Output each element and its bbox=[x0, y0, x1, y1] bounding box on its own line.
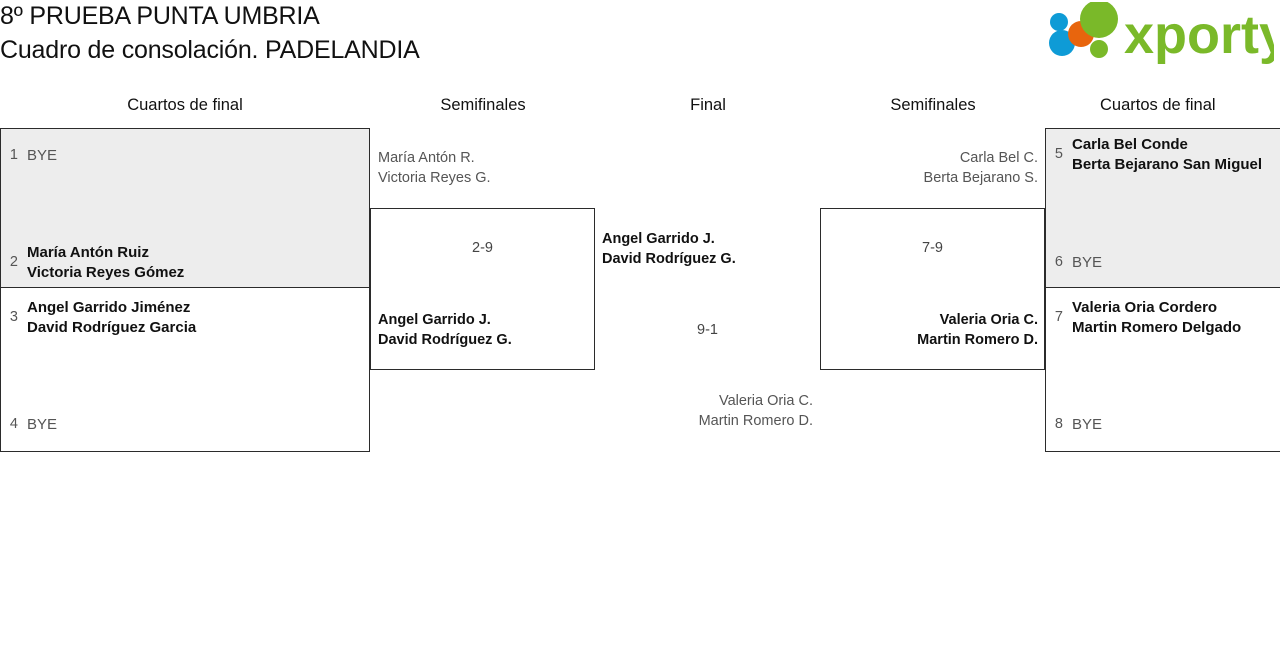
participant-sf-right-top[interactable]: Carla Bel C. Berta Bejarano S. bbox=[923, 150, 1038, 186]
match-box-qf-right-top[interactable] bbox=[1045, 128, 1280, 288]
logo-wordmark: xporty bbox=[1124, 5, 1274, 64]
round-header-semifinals-left: Semifinales bbox=[440, 96, 526, 114]
team-name-block: BYE bbox=[27, 147, 58, 164]
round-header-quarterfinals-left: Cuartos de final bbox=[127, 96, 243, 114]
participant-sf-left-bottom[interactable]: Angel Garrido J. David Rodríguez G. bbox=[378, 312, 512, 348]
participant-final-bottom[interactable]: Valeria Oria C. Martin Romero D. bbox=[698, 393, 813, 429]
team-name-block: María Antón Ruiz Victoria Reyes Gómez bbox=[27, 244, 185, 281]
slot-seed-6[interactable]: 6 BYE bbox=[1053, 253, 1102, 273]
page-title: 8º PRUEBA PUNTA UMBRIA bbox=[0, 2, 320, 30]
seed-number: 4 bbox=[9, 416, 18, 432]
slot-seed-5[interactable]: 5 Carla Bel Conde Berta Bejarano San Mig… bbox=[1053, 135, 1262, 174]
slot-seed-1[interactable]: 1 BYE bbox=[8, 146, 57, 166]
participant-sf-left-top[interactable]: María Antón R. Victoria Reyes G. bbox=[378, 150, 491, 186]
slot-seed-2[interactable]: 2 María Antón Ruiz Victoria Reyes Gómez bbox=[8, 243, 184, 282]
match-box-qf-left-bottom[interactable] bbox=[0, 287, 370, 452]
match-box-qf-left-top[interactable] bbox=[0, 128, 370, 288]
slot-seed-7[interactable]: 7 Valeria Oria Cordero Martin Romero Del… bbox=[1053, 298, 1241, 337]
team-name-block: Angel Garrido Jiménez David Rodríguez Ga… bbox=[27, 299, 197, 336]
seed-number: 5 bbox=[1054, 146, 1063, 162]
seed-number: 3 bbox=[9, 309, 18, 325]
round-header-final: Final bbox=[690, 96, 726, 114]
logo-dots-icon bbox=[1049, 2, 1118, 58]
round-header-quarterfinals-right: Cuartos de final bbox=[1100, 96, 1216, 114]
score-sf-right: 7-9 bbox=[922, 240, 943, 256]
score-sf-left: 2-9 bbox=[472, 240, 493, 256]
team-name-block: BYE bbox=[1072, 416, 1103, 433]
seed-number: 2 bbox=[9, 254, 18, 270]
seed-number: 8 bbox=[1054, 416, 1063, 432]
slot-seed-8[interactable]: 8 BYE bbox=[1053, 415, 1102, 435]
match-box-qf-right-bottom[interactable] bbox=[1045, 287, 1280, 452]
team-name-block: Carla Bel Conde Berta Bejarano San Migue… bbox=[1072, 136, 1263, 173]
page-subtitle: Cuadro de consolación. PADELANDIA bbox=[0, 36, 420, 64]
seed-number: 7 bbox=[1054, 309, 1063, 325]
team-name-block: BYE bbox=[1072, 254, 1103, 271]
team-name-block: Valeria Oria Cordero Martin Romero Delga… bbox=[1072, 299, 1242, 336]
xporty-logo[interactable]: xporty bbox=[1042, 2, 1274, 64]
slot-seed-4[interactable]: 4 BYE bbox=[8, 415, 57, 435]
seed-number: 6 bbox=[1054, 254, 1063, 270]
score-final: 9-1 bbox=[697, 322, 718, 338]
seed-number: 1 bbox=[9, 147, 18, 163]
tournament-header: 8º PRUEBA PUNTA UMBRIA Cuadro de consola… bbox=[0, 0, 1280, 88]
participant-final-top[interactable]: Angel Garrido J. David Rodríguez G. bbox=[602, 231, 736, 267]
match-box-sf-left[interactable] bbox=[370, 208, 595, 370]
team-name-block: BYE bbox=[27, 416, 58, 433]
participant-sf-right-bottom[interactable]: Valeria Oria C. Martin Romero D. bbox=[917, 312, 1038, 348]
round-header-semifinals-right: Semifinales bbox=[890, 96, 976, 114]
match-box-sf-right[interactable] bbox=[820, 208, 1045, 370]
slot-seed-3[interactable]: 3 Angel Garrido Jiménez David Rodríguez … bbox=[8, 298, 196, 337]
